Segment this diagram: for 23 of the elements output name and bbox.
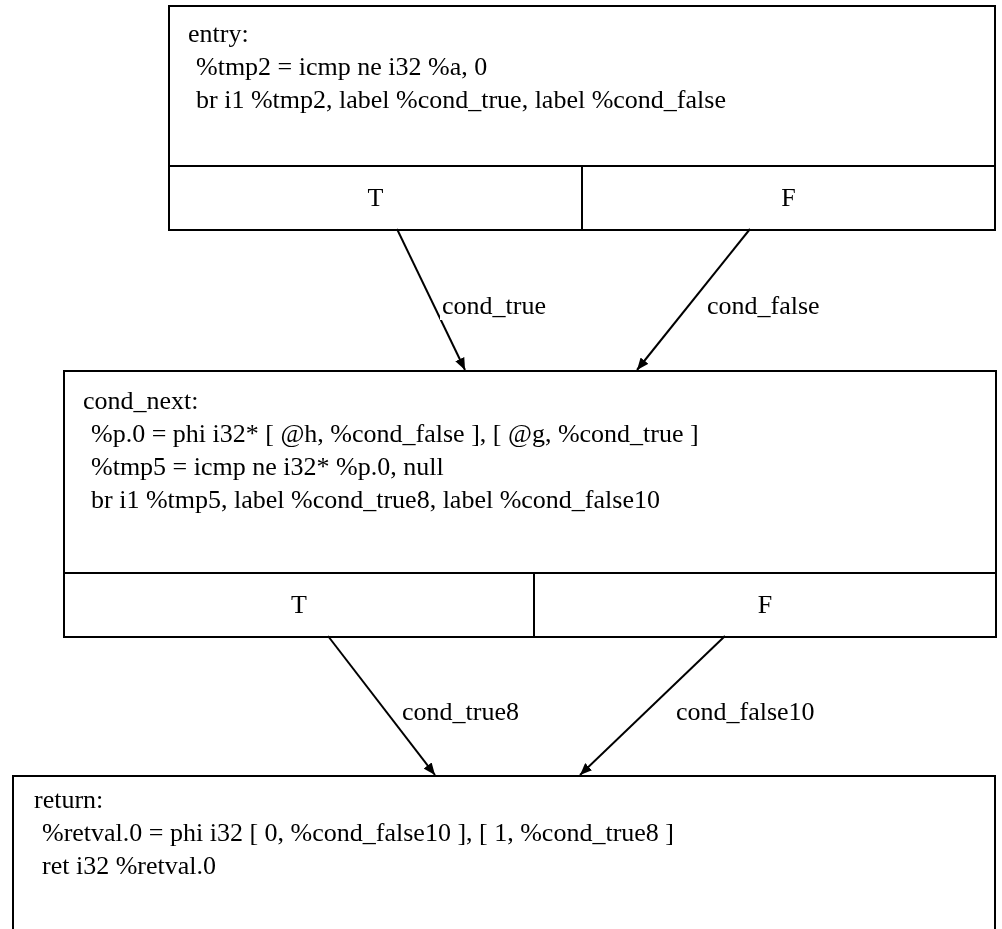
instruction-text: %tmp5 = icmp ne i32* %p.0, null <box>91 452 444 482</box>
instruction-text: br i1 %tmp5, label %cond_true8, label %cond_false10 <box>91 485 660 515</box>
instruction-text: %retval.0 = phi i32 [ 0, %cond_false10 ], [ 1, %cond_true8 ] <box>42 818 674 848</box>
arrow <box>636 228 751 371</box>
record-field <box>581 165 994 229</box>
arrow <box>396 228 466 371</box>
instruction-text: ret i32 %retval.0 <box>42 851 216 881</box>
basic-block-box <box>63 370 997 638</box>
record-field <box>533 572 995 636</box>
arrow <box>579 635 726 776</box>
block-label: return: <box>34 785 104 815</box>
branch-label: T <box>291 590 307 620</box>
basic-block-box <box>12 775 996 929</box>
instruction-text: %p.0 = phi i32* [ @h, %cond_false ], [ @g, %cond_true ] <box>91 419 699 449</box>
basic-block-box <box>168 5 996 231</box>
branch-label: F <box>757 590 773 620</box>
instruction-text: %tmp2 = icmp ne i32 %a, 0 <box>196 52 488 82</box>
block-label: entry: <box>188 19 249 49</box>
branch-label: T <box>367 183 384 213</box>
block-label: cond_next: <box>83 386 199 416</box>
branch-label: F <box>781 183 796 213</box>
instruction-text: br i1 %tmp2, label %cond_true, label %cond_false <box>196 85 726 115</box>
arrow <box>327 635 436 776</box>
